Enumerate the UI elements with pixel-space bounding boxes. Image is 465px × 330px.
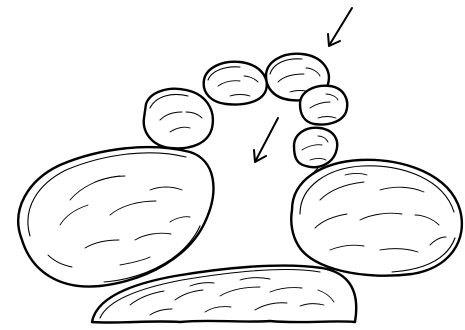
arch-stone-4 [300,86,347,125]
arch-stone-1 [144,89,213,149]
arrow-outer [328,8,352,46]
arch-stone-2 [204,62,267,105]
arrow-inner [254,118,278,162]
left-boulder [18,147,213,286]
right-boulder [291,160,462,276]
